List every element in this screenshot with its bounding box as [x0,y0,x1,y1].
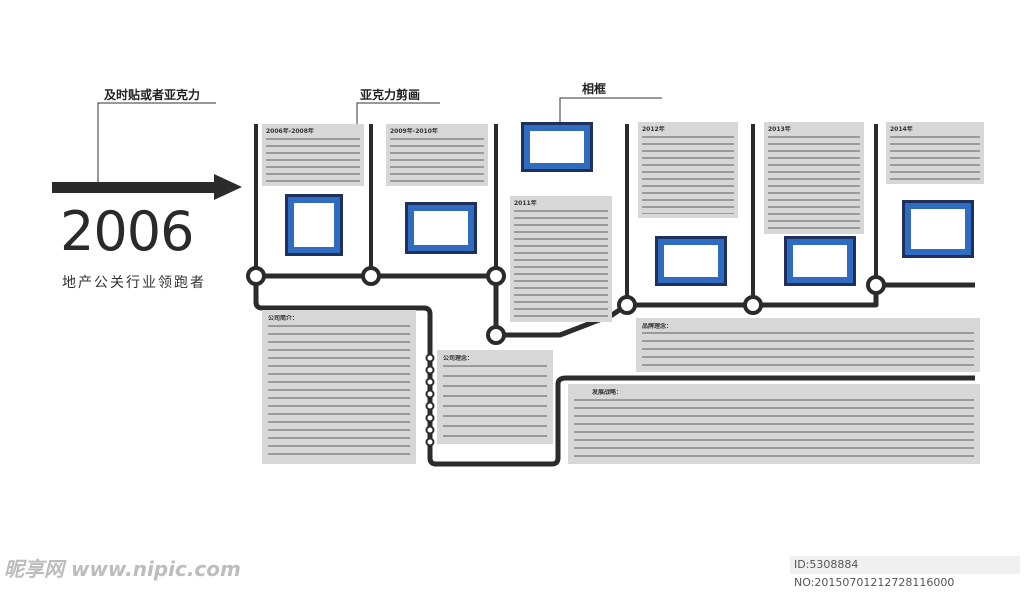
card-text-lines [768,136,860,230]
card-title: 公司简介： [268,315,299,322]
card-year: 2012年 [642,126,665,133]
card-title: 公司理念： [443,355,474,362]
label-acrylic-cut: 亚克力剪画 [360,88,421,102]
card-company-philosophy: 公司理念： [437,350,553,444]
hero-year: 2006 [60,200,194,263]
card-title: 品牌理念： [642,323,673,330]
card-year: 2006年-2008年 [266,128,314,135]
card-text-lines [443,365,547,438]
card-brand-philosophy: 品牌理念： [636,318,980,372]
card-2006-2008: 2006年-2008年 [262,124,364,186]
card-2014: 2014年 [886,122,984,184]
card-text-lines [574,399,974,458]
photo-frame-4 [655,236,727,286]
photo-frame-6 [902,200,974,258]
photo-frame-2 [405,202,477,254]
card-text-lines [266,138,360,182]
card-text-lines [642,136,734,214]
label-sticker: 及时贴或者亚克力 [104,88,201,102]
card-title: 发展战略： [592,389,623,396]
card-text-lines [642,332,974,368]
card-text-lines [890,136,980,180]
label-frame: 相框 [582,82,607,96]
card-2013: 2013年 [764,122,864,234]
image-id-banner: ID:5308884 NO:20150701212728116000 [790,556,1020,589]
card-development-strategy: 发展战略： [568,384,980,464]
card-year: 2014年 [890,126,913,133]
card-2011: 2011年 [510,196,612,322]
hero-subtitle: 地产公关行业领跑者 [62,275,206,291]
card-text-lines [268,325,410,458]
card-year: 2011年 [514,200,537,207]
card-year: 2009年-2010年 [390,128,438,135]
photo-frame-3 [521,122,593,172]
photo-frame-5 [784,236,856,286]
card-year: 2013年 [768,126,791,133]
card-2012: 2012年 [638,122,738,218]
card-text-lines [390,138,484,182]
card-company-intro: 公司简介： [262,310,416,464]
card-2009-2010: 2009年-2010年 [386,124,488,186]
card-text-lines [514,210,608,318]
photo-frame-1 [285,194,343,256]
watermark-logo: 昵享网 www.nipic.com [4,557,241,581]
